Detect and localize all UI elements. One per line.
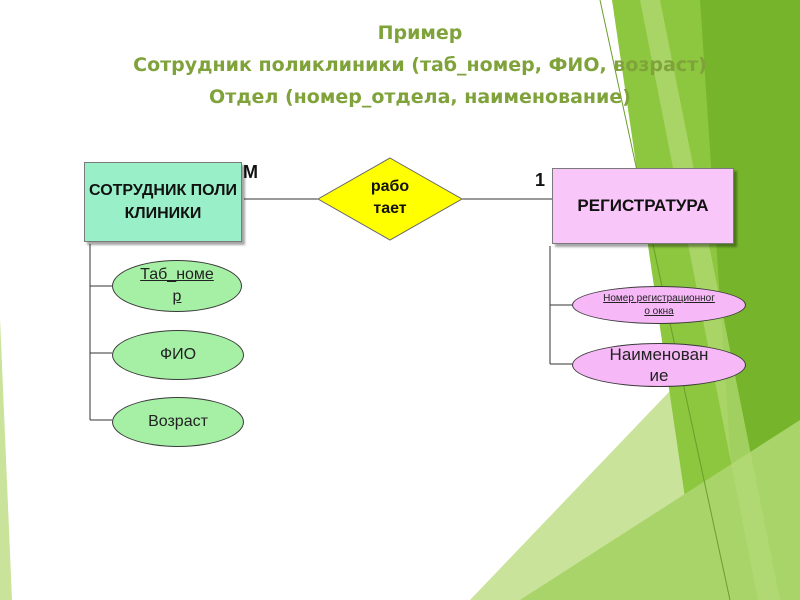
title-line-3: Отдел (номер_отдела, наименование) <box>209 86 631 108</box>
cardinality-right: 1 <box>535 170 546 190</box>
title-line-2: Сотрудник поликлиники (таб_номер, ФИО, в… <box>133 54 707 76</box>
cardinality-left: М <box>243 162 258 182</box>
attribute-window-number-label: Номер регистрационного окна <box>603 293 715 317</box>
attribute-age: Возраст <box>112 397 244 447</box>
bg-green-band-bottom <box>520 420 800 600</box>
title-line-1: Пример <box>377 22 463 44</box>
relationship-label-line-2: тает <box>373 200 407 217</box>
entity-employee: СОТРУДНИК ПОЛИКЛИНИКИ <box>84 162 242 242</box>
bg-green-wedge-left <box>0 318 12 600</box>
attribute-tab-number: Таб_номер <box>112 260 242 312</box>
entity-registry: РЕГИСТРАТУРА <box>552 168 734 244</box>
attribute-tab-number-label: Таб_номер <box>140 266 214 305</box>
relationship-label: рабо тает <box>350 176 430 220</box>
relationship-diamond <box>316 157 464 241</box>
attribute-window-number: Номер регистрационного окна <box>572 286 746 324</box>
relationship-label-line-1: рабо <box>370 178 410 195</box>
attribute-name: Наименование <box>572 343 746 387</box>
attribute-fio: ФИО <box>112 330 244 380</box>
